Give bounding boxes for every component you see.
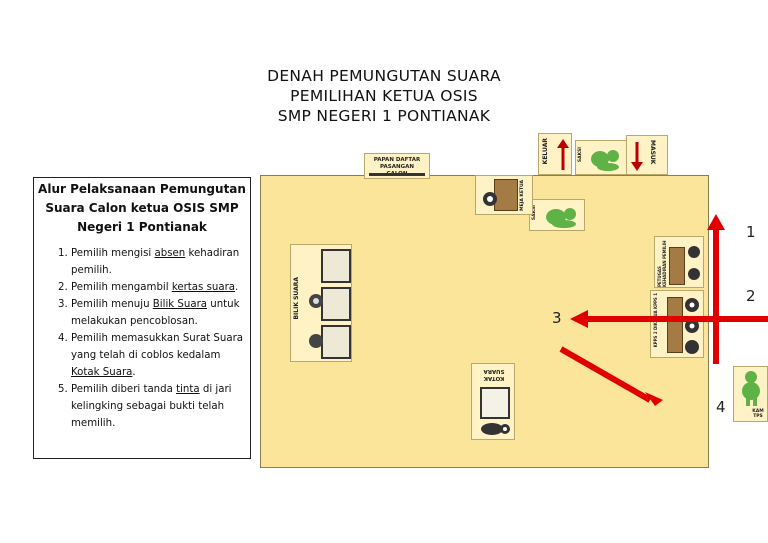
step-number-3: 3 [552,309,562,327]
map-title: DENAH PEMUNGUTAN SUARA PEMILIHAN KETUA O… [200,66,568,126]
procedure-step: Pemilih diberi tanda tinta di jari kelin… [71,381,244,432]
procedure-heading-line-2: Suara Calon ketua OSIS SMP [45,201,239,215]
entrance-sign: MASUK [626,135,668,175]
security-officer-tile: KAM TPS [733,366,768,422]
chairperson-desk: MEJA KETUA [475,175,533,215]
exit-sign: KELUAR [538,133,572,175]
ballot-box [480,387,510,419]
witness-tile: SAKSI [575,140,627,175]
step-number-4: 4 [716,398,726,416]
officer-figure-icon [688,246,700,280]
step-number-2: 2 [746,287,756,305]
procedure-heading-line-1: Alur Pelaksanaan Pemungutan [38,182,246,196]
procedure-heading-line-3: Negeri 1 Pontianak [77,220,207,234]
procedure-panel: Alur Pelaksanaan Pemungutan Suara Calon … [33,177,251,459]
procedure-step: Pemilih mengambil kertas suara. [71,279,244,296]
voting-booths: BILIK SUARA [290,244,352,362]
ballot-box-area: KOTAK SUARA [471,363,515,440]
witness-figure-icon [591,150,619,171]
procedure-steps: Pemilih mengisi absen kehadiran pemilih.… [34,245,250,432]
board-bar-icon [369,173,425,176]
arrow-down-icon [631,142,643,171]
voter-figure-icon [481,423,510,435]
step-number-1: 1 [746,223,756,241]
kpps-desk: KPPS 2 DIKETUA KPPS 1 [650,290,704,358]
officer-figure-icon [483,192,497,206]
title-line-1: DENAH PEMUNGUTAN SUARA [267,67,501,85]
candidate-board-sign: PAPAN DAFTAR PASANGAN CALON [364,153,430,179]
booth [321,249,351,283]
procedure-step: Pemilih menuju Bilik Suara untuk melakuk… [71,296,244,330]
title-line-2: PEMILIHAN KETUA OSIS [290,87,478,105]
procedure-step: Pemilih memasukkan Surat Suara yang tela… [71,330,244,381]
arrow-up-flow [707,214,725,364]
title-line-3: SMP NEGERI 1 PONTIANAK [277,107,491,125]
procedure-heading: Alur Pelaksanaan Pemungutan Suara Calon … [34,180,250,237]
witness-tile: SAKSI [529,199,585,231]
attendance-desk: PETUGAS KEHADIRAN PEMILIH [654,236,704,288]
officer-figure-icon [685,298,699,354]
voter-figure-icon [309,294,323,348]
procedure-step: Pemilih mengisi absen kehadiran pemilih. [71,245,244,279]
security-figure-icon [742,371,760,406]
arrow-up-icon [557,139,569,170]
witness-figure-icon [546,208,576,228]
desk [669,247,685,285]
desk [667,297,683,353]
